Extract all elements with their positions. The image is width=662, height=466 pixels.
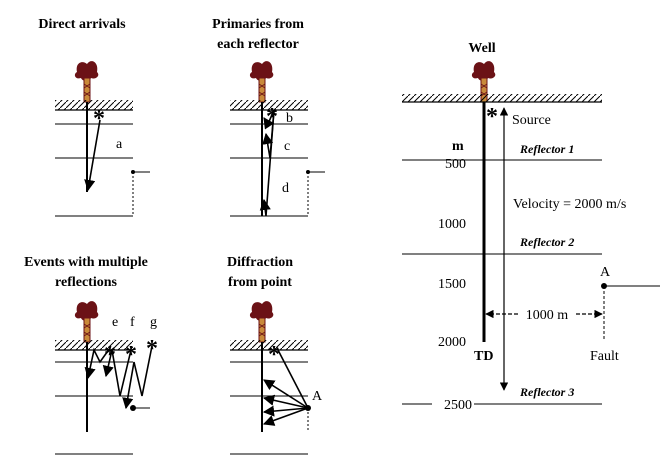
panel-direct-arrivals: Direct arrivals * a <box>38 17 150 217</box>
fault-label: Fault <box>590 349 619 364</box>
ray-arrow <box>84 347 111 380</box>
depth-tick-2000: 2000 <box>438 335 466 350</box>
derrick-icon <box>74 300 99 343</box>
point-label-a: A <box>312 389 323 404</box>
panel-title: Diffraction <box>227 255 293 270</box>
ray-arrow <box>259 109 275 217</box>
offset-label: 1000 m <box>526 308 569 323</box>
source-star: * <box>268 342 280 368</box>
ground-hatch <box>230 100 308 110</box>
ray-label-f: f <box>130 315 135 330</box>
ray-arrow <box>102 349 132 397</box>
panel-diffraction: Diffraction from point * A <box>227 255 323 455</box>
reflector-3-label: Reflector 3 <box>519 385 574 399</box>
depth-unit: m <box>452 139 464 154</box>
panel-primaries: Primaries from each reflector * b c d <box>212 17 325 217</box>
source-star: * <box>104 342 116 368</box>
ray-arrow <box>263 379 309 409</box>
source-star: * <box>486 104 498 130</box>
ray-arrow <box>84 119 101 192</box>
ray-arrow <box>262 405 309 417</box>
ray-label-a: a <box>116 137 123 152</box>
velocity-label: Velocity = 2000 m/s <box>513 197 626 212</box>
ground-hatch <box>230 340 308 350</box>
td-label: TD <box>474 349 493 364</box>
ray-arrow <box>122 345 153 410</box>
depth-tick-2500: 2500 <box>444 398 472 413</box>
ray-arrow <box>262 407 309 426</box>
source-label: Source <box>512 113 551 128</box>
source-star: * <box>93 106 105 132</box>
panel-multiples: Events with multiple reflections e f g *… <box>24 255 158 455</box>
panel-well-geometry: Well m 500 1000 1500 2000 2500 Reflector… <box>402 41 660 413</box>
ray-label-b: b <box>286 111 293 126</box>
depth-tick-1500: 1500 <box>438 277 466 292</box>
point-a-label: A <box>600 265 611 280</box>
panel-title: Events with multiple <box>24 255 148 270</box>
panel-title: reflections <box>55 275 117 290</box>
ray-label-c: c <box>284 139 290 154</box>
depth-tick-500: 500 <box>445 157 466 172</box>
ray-arrow <box>262 394 309 409</box>
derrick-icon <box>249 60 274 103</box>
panel-title: each reflector <box>217 37 299 52</box>
panel-title: Primaries from <box>212 17 304 32</box>
ray-arrow <box>263 109 275 130</box>
well-title: Well <box>468 41 495 56</box>
ray-line <box>277 349 309 409</box>
ground-hatch <box>55 340 133 350</box>
reflector-2-label: Reflector 2 <box>519 235 574 249</box>
derrick-icon <box>249 300 274 343</box>
ground-hatch <box>402 94 602 102</box>
fault-point <box>130 405 136 411</box>
ground-hatch <box>55 100 133 110</box>
ray-label-e: e <box>112 315 118 330</box>
panel-title: Direct arrivals <box>38 17 126 32</box>
reflector-1-label: Reflector 1 <box>519 142 574 156</box>
ray-label-d: d <box>282 181 289 196</box>
derrick-icon <box>74 60 99 103</box>
depth-tick-1000: 1000 <box>438 217 466 232</box>
panel-title: from point <box>228 275 292 290</box>
ray-label-g: g <box>150 315 157 330</box>
